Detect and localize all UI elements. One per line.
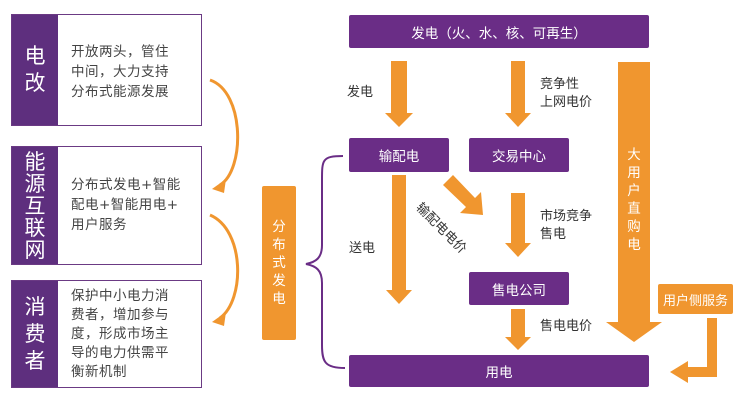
consumer-card: 消 费 者 保护中小电力消 费者，增加参与 度，形成市场主 导的电力供需平 衡新… — [11, 280, 202, 388]
label-retail-price: 售电电价 — [540, 319, 593, 334]
consumption-node: 用电 — [349, 355, 649, 387]
arrow-delivery-head — [386, 290, 412, 304]
arrow-retail-price-head — [505, 337, 531, 350]
curve-arrow-head-1 — [212, 179, 226, 193]
energy-internet-card: 能 源 互 联 网 分布式发电+智能 配电+智能用电+ 用户服务 — [11, 146, 202, 265]
consumer-text: 保护中小电力消 费者，增加参与 度，形成市场主 导的电力供需平 衡新机制 — [71, 288, 169, 380]
direct-purchase-arrow-shaft — [618, 62, 650, 324]
reform-label: 电 改 — [12, 15, 58, 125]
label-gen-to-trans: 发电 — [347, 85, 374, 100]
curly-brace — [305, 155, 346, 369]
arrow-market-head — [505, 243, 531, 257]
arrow-retail-price-shaft — [511, 309, 525, 339]
exchange-node: 交易中心 — [469, 138, 569, 172]
arrow-user-service-elbow — [686, 318, 717, 377]
reform-text: 开放两头，管住 中间，大力支持 分布式能源发展 — [71, 44, 169, 100]
energy-internet-label: 能 源 互 联 网 — [12, 147, 58, 264]
arrow-gen-to-exchange-head — [505, 113, 531, 127]
curve-arrow-reform-to-internet — [209, 78, 240, 187]
energy-internet-text: 分布式发电+智能 配电+智能用电+ 用户服务 — [71, 177, 181, 233]
arrow-user-service-head — [670, 361, 688, 383]
distributed-generation-box: 分 布 式 发 电 — [262, 186, 296, 340]
arrow-market-shaft — [511, 193, 525, 245]
curve-arrow-internet-to-consumer — [209, 213, 240, 320]
arrow-delivery-shaft — [392, 175, 406, 292]
retail-company-node: 售电公司 — [469, 272, 569, 305]
arrow-trans-fee-diagonal — [443, 175, 483, 215]
direct-purchase-arrow-head — [606, 322, 662, 342]
direct-purchase-label: 大 用 户 直 购 电 — [627, 147, 641, 253]
user-service-box: 用户侧服务 — [658, 284, 733, 314]
label-competitive-price: 竞争性 上网电价 — [540, 77, 593, 110]
arrow-gen-to-trans-head — [385, 113, 413, 127]
transmission-node: 输配电 — [349, 138, 449, 172]
arrow-gen-to-trans-shaft — [391, 61, 407, 115]
reform-card: 电 改 开放两头，管住 中间，大力支持 分布式能源发展 — [11, 14, 202, 126]
arrow-gen-to-exchange-shaft — [511, 61, 525, 115]
curve-arrow-head-2 — [212, 312, 226, 326]
label-market-competition: 市场竞争 售电 — [540, 209, 593, 242]
consumer-label: 消 费 者 — [12, 281, 58, 387]
label-delivery: 送电 — [349, 241, 376, 256]
generation-node: 发电（火、水、核、可再生） — [349, 15, 649, 48]
